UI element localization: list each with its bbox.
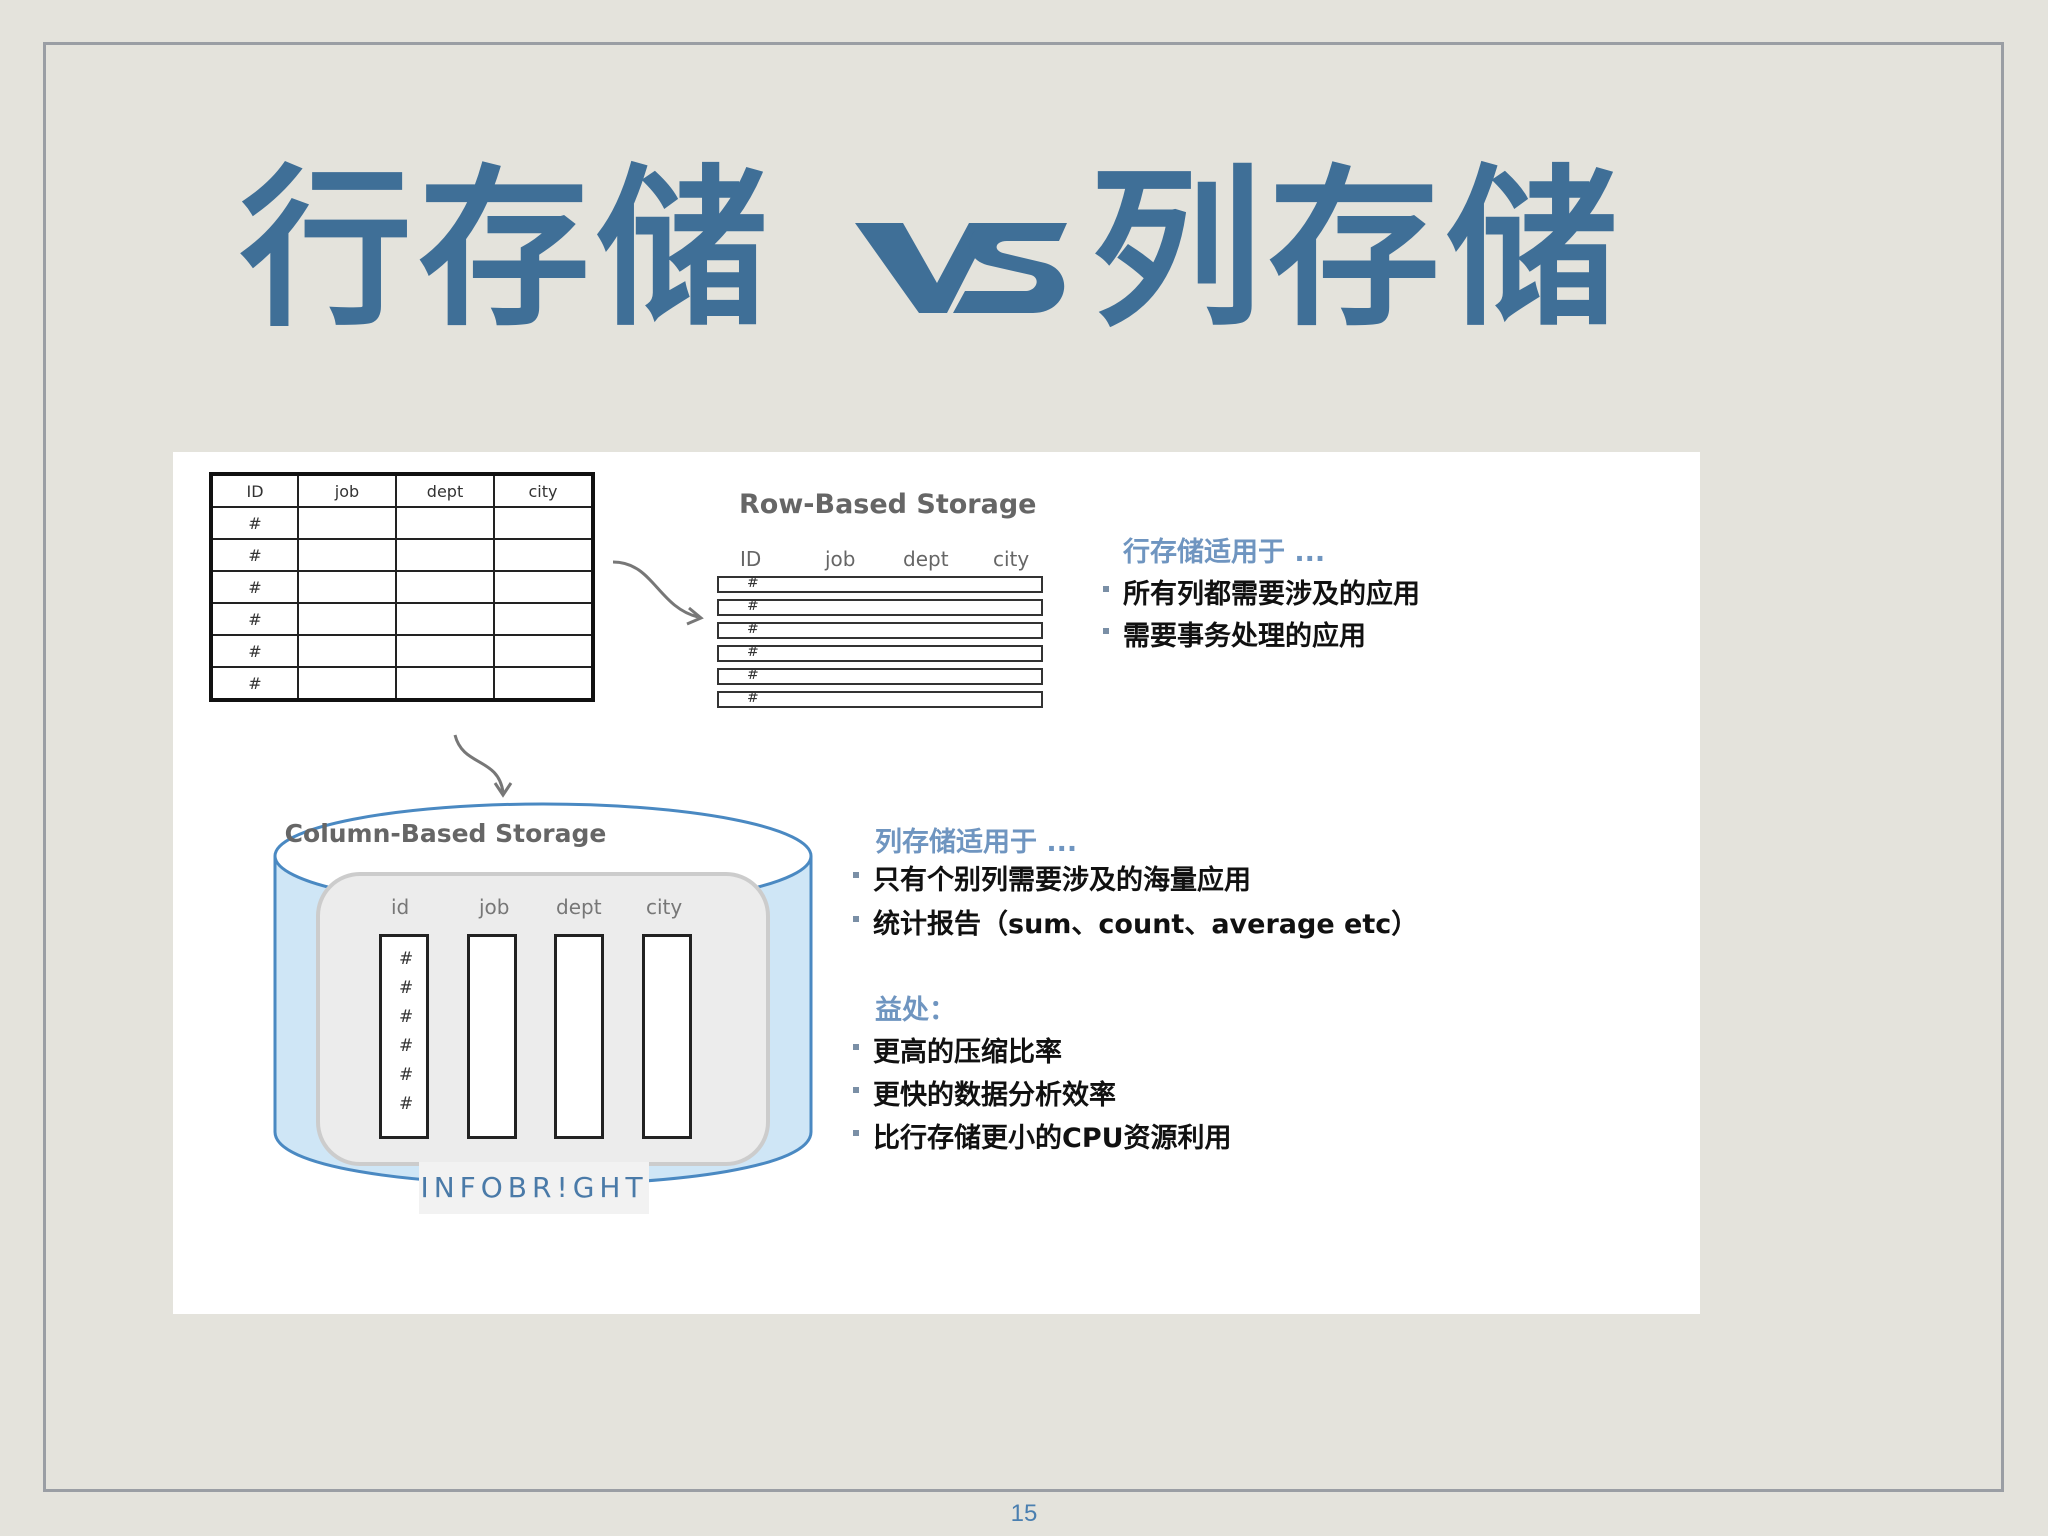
column-header-dept: dept — [556, 895, 602, 919]
column-header-id: id — [391, 895, 410, 919]
row-based-header-dept: dept — [903, 547, 949, 571]
table-cell: # — [210, 602, 299, 636]
column-box-city — [642, 934, 692, 1139]
row-based-row: # — [717, 598, 1043, 616]
table-row: # — [210, 666, 594, 701]
table-cell: # — [210, 570, 299, 604]
row-hash: # — [747, 575, 759, 591]
table-cell: # — [210, 666, 299, 701]
table-row: # — [210, 634, 594, 668]
row-hash: # — [747, 667, 759, 683]
infobright-logo: INFOBR!GHT — [419, 1162, 649, 1214]
column-header-job: job — [479, 895, 510, 919]
row-based-row: # — [717, 575, 1043, 593]
table-header-cell: city — [493, 473, 594, 508]
column-hash: # — [399, 1094, 414, 1114]
table-row: # — [210, 506, 594, 540]
column-box-id: # # # # # # — [379, 934, 429, 1139]
table-cell: # — [210, 538, 299, 572]
table-header-cell: dept — [395, 473, 495, 508]
column-hash: # — [399, 978, 414, 998]
column-notes-heading: 列存储适用于 ... — [875, 827, 1078, 858]
arrow-to-column-icon — [453, 734, 513, 798]
row-based-row: # — [717, 621, 1043, 639]
column-storage-cylinder — [273, 802, 813, 1186]
table-row: # — [210, 538, 594, 572]
row-based-title: Row-Based Storage — [739, 489, 1037, 520]
table-row: # — [210, 602, 594, 636]
column-hash: # — [399, 949, 414, 969]
benefits-item: 更快的数据分析效率 — [853, 1073, 1116, 1112]
vs-logo — [855, 223, 1067, 313]
benefits-item: 比行存储更小的CPU资源利用 — [853, 1116, 1232, 1155]
row-notes-item: 需要事务处理的应用 — [1103, 614, 1366, 653]
column-notes-item: 只有个别列需要涉及的海量应用 — [853, 858, 1251, 897]
row-hash: # — [747, 598, 759, 614]
row-hash: # — [747, 621, 759, 637]
table-cell: # — [210, 634, 299, 668]
row-based-header-job: job — [825, 547, 856, 571]
column-box-job — [467, 934, 517, 1139]
page-number: 15 — [1010, 1500, 1038, 1527]
row-hash: # — [747, 690, 759, 706]
slide-title-right: 列存储 — [1090, 149, 1624, 350]
row-based-row: # — [717, 690, 1043, 708]
slide-title-left: 行存储 — [240, 149, 774, 350]
row-based-row: # — [717, 644, 1043, 662]
benefits-heading: 益处： — [875, 995, 956, 1026]
column-notes-item: 统计报告（sum、count、average etc） — [852, 902, 1418, 941]
row-based-row: # — [717, 667, 1043, 685]
column-header-city: city — [646, 895, 683, 919]
source-table: ID job dept city # # # # # # — [209, 472, 595, 702]
slide-frame — [43, 42, 2004, 1492]
arrow-to-row-icon — [612, 560, 704, 626]
table-row: # — [210, 570, 594, 604]
column-hash: # — [399, 1065, 414, 1085]
column-hash: # — [399, 1007, 414, 1027]
table-header-cell: ID — [210, 473, 299, 508]
diagram-panel: ID job dept city # # # # # # Row-Based S… — [173, 452, 1700, 1314]
row-notes-item: 所有列都需要涉及的应用 — [1103, 572, 1420, 611]
row-notes-heading: 行存储适用于 ... — [1123, 537, 1326, 568]
column-box-dept — [554, 934, 604, 1139]
table-header-row: ID job dept city — [210, 473, 594, 508]
column-based-title: Column-Based Storage — [284, 819, 607, 848]
row-based-header-city: city — [993, 547, 1030, 571]
benefits-item: 更高的压缩比率 — [853, 1030, 1062, 1069]
table-header-cell: job — [297, 473, 397, 508]
row-hash: # — [747, 644, 759, 660]
column-hash: # — [399, 1036, 414, 1056]
table-cell: # — [210, 506, 299, 540]
row-based-header-id: ID — [740, 547, 762, 571]
